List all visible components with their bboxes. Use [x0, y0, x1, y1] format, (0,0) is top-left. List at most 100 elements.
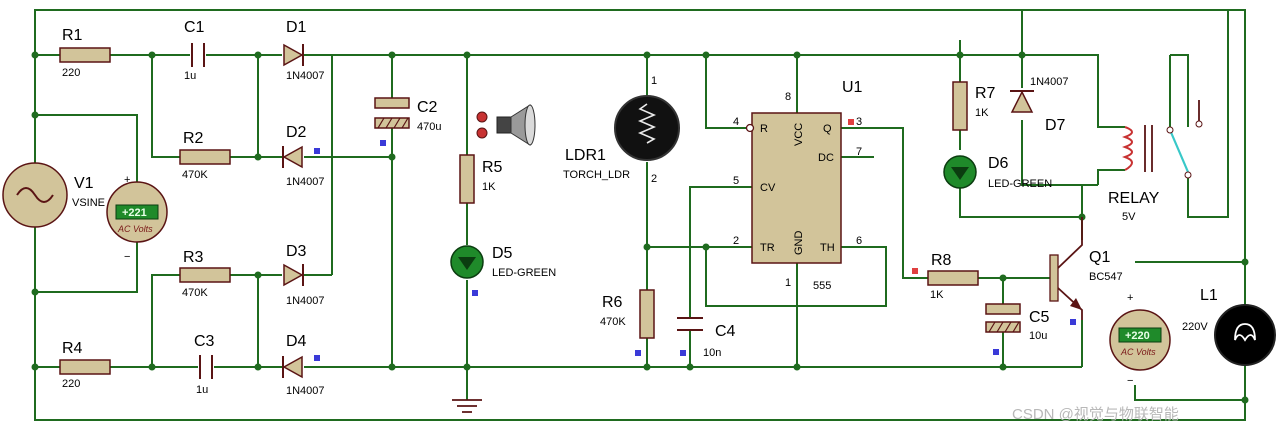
ground-lines [452, 399, 482, 413]
r5-value: 1K [482, 181, 496, 193]
relay-coil-icon [1122, 126, 1133, 171]
diode-d2[interactable]: D2 1N4007 [282, 124, 325, 188]
r1-body [59, 47, 111, 63]
meter1-minus: − [124, 251, 130, 263]
timer-555[interactable]: U1 555 R CV TR TH Q DC VCC GND 4 5 2 6 3… [733, 79, 863, 292]
q1-base-bar [1049, 254, 1059, 302]
lamp-l1[interactable]: L1 220V [1182, 287, 1276, 366]
meter2-minus: − [1127, 375, 1133, 387]
q1-collector [1057, 217, 1083, 269]
resistor-r7[interactable]: R7 1K [952, 81, 996, 131]
ldr[interactable]: 1 2 LDR1 TORCH_LDR [563, 75, 680, 185]
relay-contact [1195, 120, 1203, 128]
capacitor-c1[interactable]: C1 1u [184, 19, 205, 82]
capacitor-c3[interactable]: C3 1u [194, 333, 215, 396]
l1-value: 220V [1182, 321, 1208, 333]
resistor-r1[interactable]: R1 220 [59, 27, 111, 79]
c4-ref: C4 [715, 323, 736, 340]
junction-dot [31, 363, 39, 371]
r7-body [952, 81, 968, 131]
sine-wave-icon [16, 187, 54, 203]
voltmeter-1[interactable]: +221 AC Volts + − [106, 174, 168, 263]
u1-label-cv: CV [760, 182, 776, 194]
speaker-rim-icon [524, 104, 536, 146]
led-d6[interactable]: D6 LED-GREEN [943, 155, 1052, 190]
reset-wire [705, 55, 747, 129]
r1-value: 220 [62, 67, 80, 79]
meter1-display [115, 204, 159, 220]
c4-plates [677, 317, 703, 331]
cv-c4-wire [689, 186, 752, 367]
relay[interactable]: RELAY 5V [1108, 55, 1203, 223]
c4-value: 10n [703, 347, 721, 359]
capacitor-c4[interactable]: C4 10n [677, 317, 736, 359]
diode-d3[interactable]: D3 1N4007 [283, 243, 325, 307]
logic-marker [314, 355, 320, 361]
meter2-unit: AC Volts [1120, 347, 1156, 357]
d2-value: 1N4007 [286, 176, 325, 188]
outer-loop-wire [34, 9, 1246, 421]
logic-marker [912, 268, 918, 274]
wires [34, 9, 1246, 421]
junction-dot [148, 363, 156, 371]
u1-pin-4: 4 [733, 116, 739, 128]
diode-d4[interactable]: D4 1N4007 [282, 333, 325, 397]
c5-ref: C5 [1029, 309, 1050, 326]
d2-triangle [282, 145, 303, 169]
diode-d1[interactable]: D1 1N4007 [283, 19, 325, 82]
speaker [476, 104, 536, 146]
d5-value: LED-GREEN [492, 267, 556, 279]
r8-body [927, 270, 979, 286]
relay-contact [1184, 171, 1192, 179]
u1-body [751, 112, 842, 264]
c2-plate-bottom [374, 117, 410, 129]
capacitor-c2[interactable]: C2 470u [374, 97, 441, 133]
junction-dot [956, 51, 964, 59]
r7-d6-wire [959, 55, 1082, 218]
meter2-plus: + [1127, 292, 1133, 304]
junction-dot [686, 363, 694, 371]
r3-wire [151, 274, 332, 367]
ldr-value: TORCH_LDR [563, 169, 630, 181]
r4-value: 220 [62, 378, 80, 390]
r7-ref: R7 [975, 85, 996, 102]
junction-dot [999, 363, 1007, 371]
resistor-r8[interactable]: R8 1K [927, 252, 979, 301]
d6-ref: D6 [988, 155, 1009, 172]
r8-value: 1K [930, 289, 944, 301]
c5-value: 10u [1029, 330, 1047, 342]
resistor-r6[interactable]: R6 470K [600, 289, 655, 339]
r1-ref: R1 [62, 27, 83, 44]
r3-value: 470K [182, 287, 208, 299]
u1-pin-7: 7 [856, 146, 862, 158]
resistor-r5[interactable]: R5 1K [459, 154, 503, 204]
transistor-q1[interactable]: Q1 BC547 [1049, 217, 1123, 320]
d7-ref: D7 [1045, 117, 1066, 134]
junction-dot [643, 243, 651, 251]
v1-source[interactable]: V1 VSINE [2, 162, 105, 228]
r5-ref: R5 [482, 159, 503, 176]
relay-core [1144, 125, 1153, 172]
junction-dot [254, 153, 262, 161]
speaker-magnet-icon [496, 116, 512, 134]
u1-pin-3: 3 [856, 116, 862, 128]
resistor-r4[interactable]: R4 220 [59, 340, 111, 390]
load-wire [1134, 261, 1245, 401]
watermark: CSDN @视觉与物联智能 [1012, 405, 1179, 423]
junction-dot [388, 153, 396, 161]
junction-dot [1241, 396, 1249, 404]
led-d5[interactable]: D5 LED-GREEN [450, 245, 556, 279]
c5-plate-bottom [985, 321, 1021, 333]
capacitor-c5[interactable]: C5 10u [985, 303, 1050, 342]
relay-contact [1166, 126, 1174, 134]
resistor-r2[interactable]: R2 470K [179, 130, 231, 181]
c3-ref: C3 [194, 333, 215, 350]
d3-value: 1N4007 [286, 295, 325, 307]
ground-symbol-icon [452, 399, 482, 413]
diode-d7[interactable]: 1N4007 D7 [1010, 76, 1069, 134]
junction-dot [463, 51, 471, 59]
resistor-r3[interactable]: R3 470K [179, 249, 231, 299]
junction-dot [388, 363, 396, 371]
voltmeter-2[interactable]: +220 AC Volts + − [1109, 292, 1171, 387]
